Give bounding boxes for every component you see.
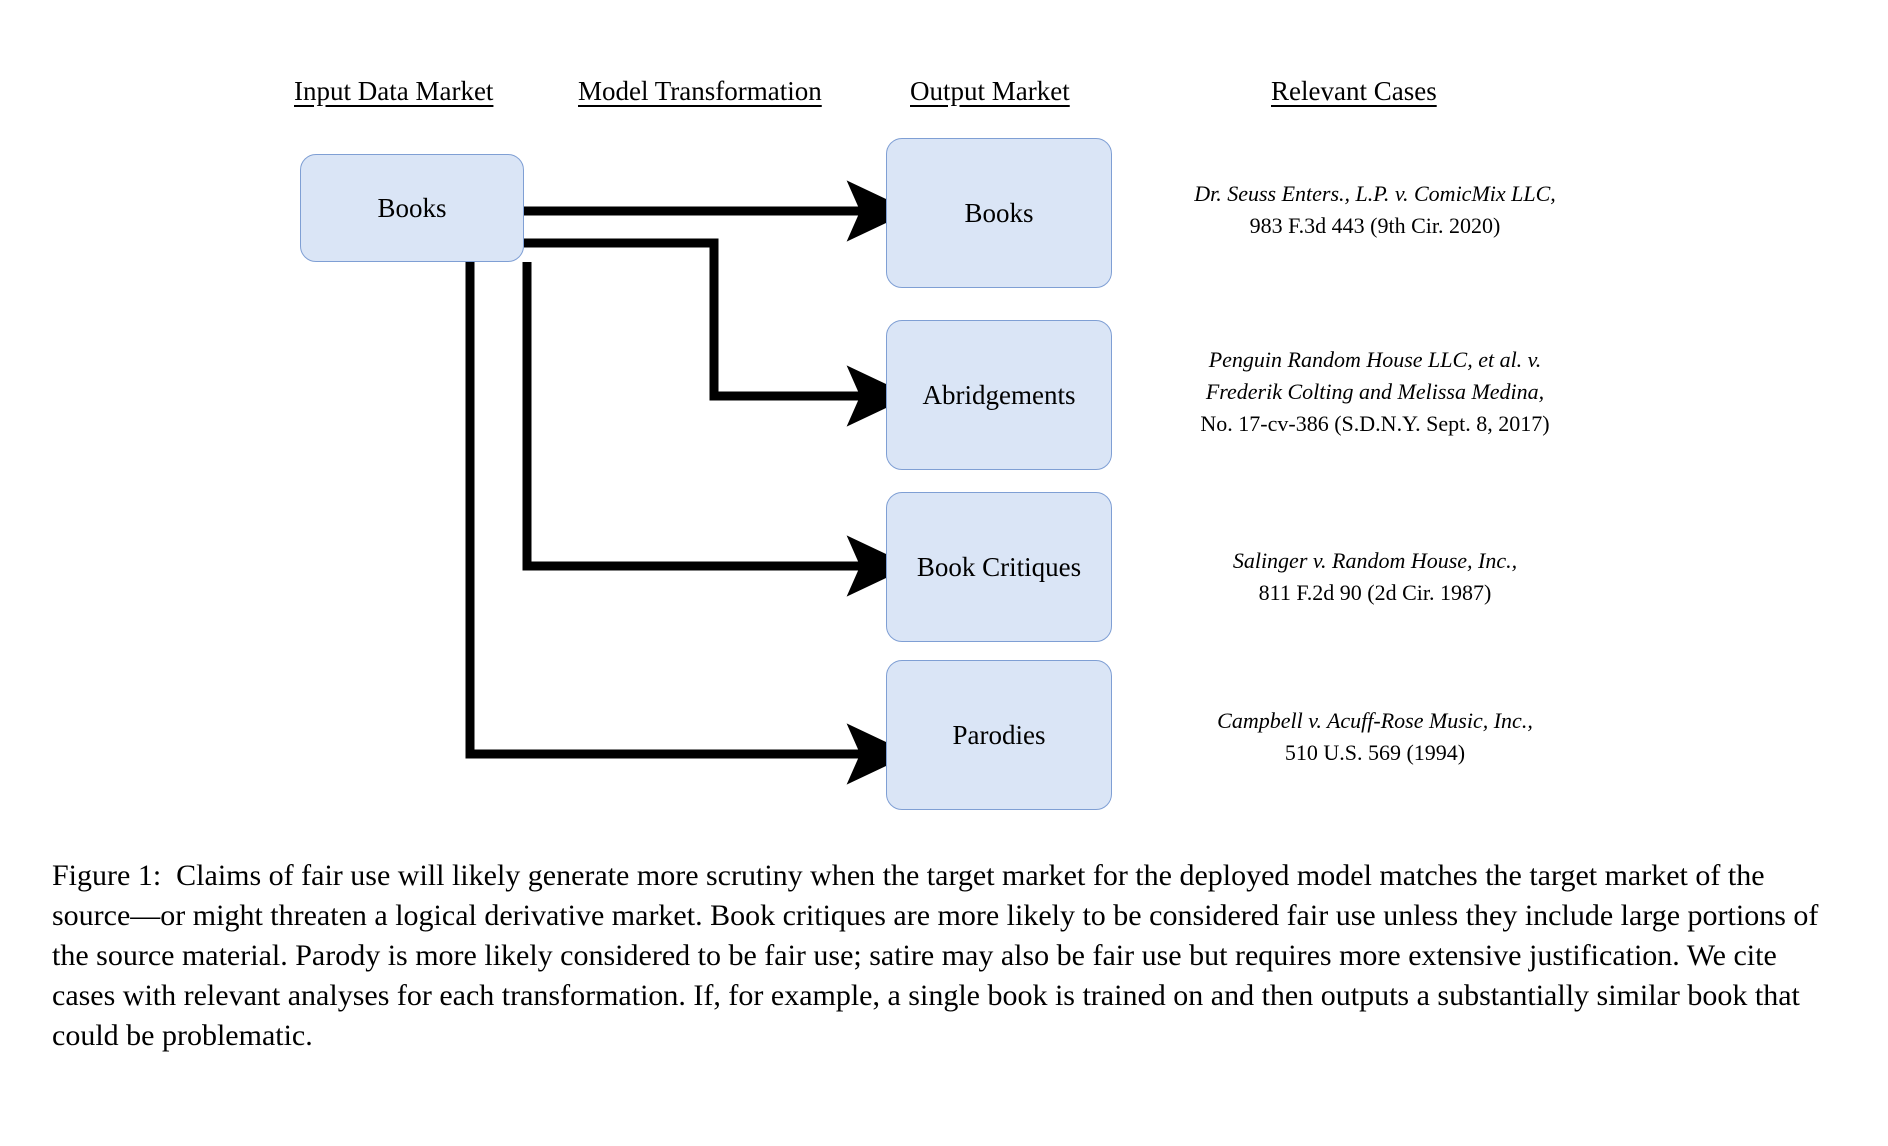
column-header-model-transformation: Model Transformation	[578, 76, 822, 106]
case-salinger-line-2: 811 F.2d 90 (2d Cir. 1987)	[1258, 579, 1492, 605]
figure-caption: Figure 1: Claims of fair use will likely…	[52, 856, 1842, 1055]
case-penguin-random-house-line-1: Penguin Random House LLC, et al. v.	[1208, 347, 1542, 372]
case-dr-seuss-line-1: Dr. Seuss Enters., L.P. v. ComicMix LLC,	[1194, 181, 1556, 206]
node-book-critiques-output[interactable]: Book Critiques	[886, 492, 1112, 642]
arrow-books-to-parodies	[465, 262, 912, 785]
case-penguin-random-house: Penguin Random House LLC, et al. v. Fred…	[1140, 344, 1610, 440]
node-books-output[interactable]: Books	[886, 138, 1112, 288]
case-campbell: Campbell v. Acuff-Rose Music, Inc., 510 …	[1140, 705, 1610, 769]
arrow-books-to-book-critiques	[522, 262, 912, 597]
case-dr-seuss-line-2: 983 F.3d 443 (9th Cir. 2020)	[1249, 212, 1501, 238]
column-header-output-market: Output Market	[910, 76, 1070, 106]
figure-caption-label: Figure 1:	[52, 859, 162, 892]
node-abridgements-output-label: Abridgements	[922, 379, 1076, 410]
case-salinger: Salinger v. Random House, Inc., 811 F.2d…	[1140, 545, 1610, 609]
node-books-input-label: Books	[377, 192, 447, 223]
node-books-output-label: Books	[964, 197, 1034, 228]
case-campbell-line-1: Campbell v. Acuff-Rose Music, Inc.,	[1217, 708, 1533, 733]
node-books-input[interactable]: Books	[300, 154, 524, 262]
node-abridgements-output[interactable]: Abridgements	[886, 320, 1112, 470]
figure-caption-text: Claims of fair use will likely generate …	[52, 859, 1819, 1052]
column-header-input-data-market: Input Data Market	[294, 76, 494, 106]
arrow-books-to-abridgements	[524, 238, 912, 427]
node-parodies-output[interactable]: Parodies	[886, 660, 1112, 810]
case-penguin-random-house-line-3: No. 17-cv-386 (S.D.N.Y. Sept. 8, 2017)	[1200, 410, 1550, 436]
node-parodies-output-label: Parodies	[952, 719, 1046, 750]
case-campbell-line-2: 510 U.S. 569 (1994)	[1284, 739, 1466, 765]
node-book-critiques-output-label: Book Critiques	[916, 551, 1082, 582]
case-dr-seuss: Dr. Seuss Enters., L.P. v. ComicMix LLC,…	[1140, 178, 1610, 242]
case-salinger-line-1: Salinger v. Random House, Inc.,	[1232, 548, 1518, 573]
column-header-relevant-cases: Relevant Cases	[1271, 76, 1437, 106]
case-penguin-random-house-line-2: Frederik Colting and Melissa Medina,	[1205, 378, 1545, 404]
